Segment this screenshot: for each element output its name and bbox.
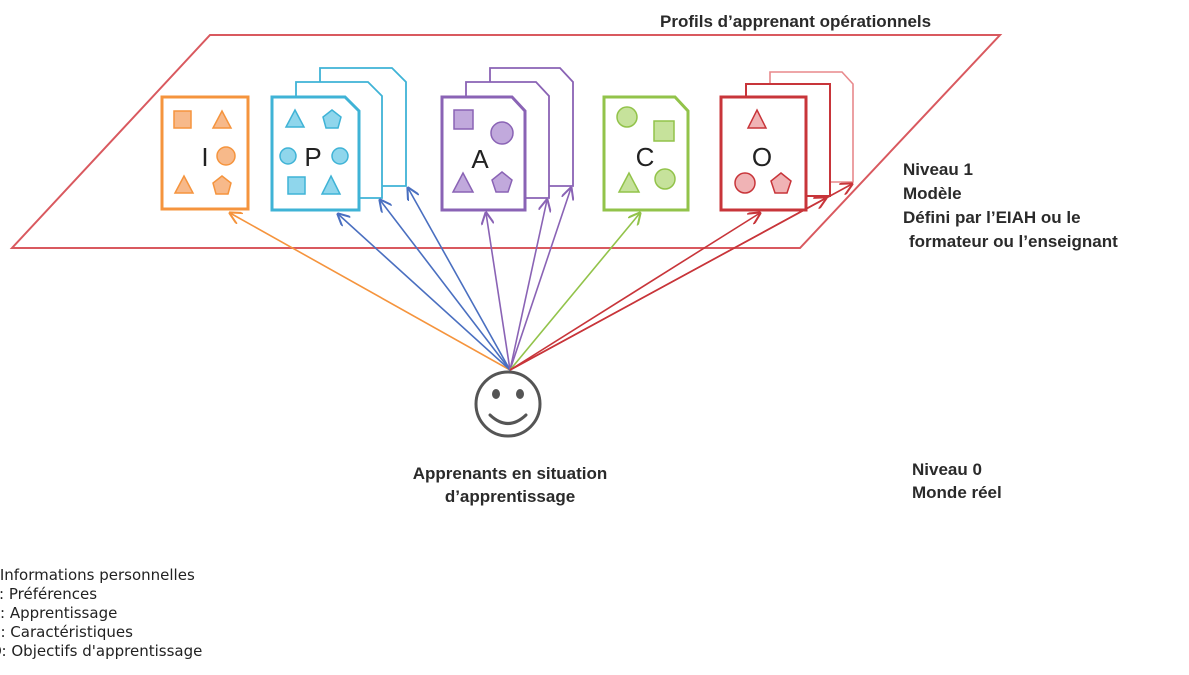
pentagon-icon [770, 172, 792, 194]
circle-icon [331, 147, 349, 165]
level1-line: formateur ou l’enseignant [909, 232, 1118, 251]
profile-card-p: P [270, 67, 407, 212]
plane-title: Profils d’apprenant opérationnels [660, 12, 932, 31]
square-icon [173, 110, 192, 129]
arrow-to-o [509, 213, 760, 371]
profile-letter-c: C [636, 142, 655, 172]
legend: : Informations personnelles P: Préférenc… [0, 566, 202, 661]
level1-label: Niveau 1 Modèle Défini par l’EIAH ou le … [903, 158, 1118, 254]
triangle-icon [173, 174, 195, 194]
circle-icon [216, 146, 236, 166]
learners-label: Apprenants en situation d’apprentissage [395, 462, 625, 508]
learners-label-line: d’apprentissage [444, 487, 576, 506]
profile-card-o: O [719, 71, 854, 212]
legend-item: C: Caractéristiques [0, 623, 133, 641]
level1-plane [9, 34, 1003, 249]
square-icon [453, 109, 474, 130]
profile-card-i: I [160, 95, 250, 211]
arrow-to-a [509, 200, 547, 371]
arrow-to-i [230, 213, 511, 371]
pentagon-icon [322, 109, 342, 129]
level1-line: Niveau 1 [903, 160, 973, 179]
circle-icon [734, 172, 756, 194]
circle-icon [654, 168, 676, 190]
level0-label: Niveau 0 Monde réel [912, 458, 1002, 504]
pentagon-icon [491, 171, 513, 193]
profile-letter-a: A [471, 144, 489, 174]
profile-letter-i: I [201, 142, 208, 172]
triangle-icon [320, 174, 342, 195]
triangle-icon [617, 171, 641, 193]
level0-line: Monde réel [912, 483, 1002, 502]
legend-item: O: Objectifs d'apprentissage [0, 642, 203, 660]
arrow-to-a [509, 188, 571, 371]
triangle-icon [746, 108, 768, 129]
arrow-to-c [509, 213, 640, 371]
learners-label-line: Apprenants en situation [412, 464, 608, 483]
triangle-icon [451, 171, 475, 193]
level1-line: Défini par l’EIAH ou le [903, 208, 1081, 227]
square-icon [287, 176, 306, 195]
level0-line: Niveau 0 [912, 460, 982, 479]
circle-icon [616, 106, 638, 128]
arrows [230, 184, 852, 371]
triangle-icon [211, 109, 233, 129]
smiley-face-icon [474, 370, 542, 438]
arrow-to-p [380, 200, 511, 371]
profile-card-a: A [440, 67, 574, 212]
arrow-to-p [338, 214, 511, 371]
profile-letter-o: O [752, 142, 772, 172]
legend-item: : Informations personnelles [0, 566, 195, 584]
circle-icon [279, 147, 297, 165]
legend-item: P: Préférences [0, 585, 98, 603]
pentagon-icon [212, 175, 232, 195]
profile-card-c: C [602, 95, 690, 212]
triangle-icon [284, 108, 306, 128]
level1-line: Modèle [903, 184, 962, 203]
square-icon [653, 120, 675, 142]
profile-letter-p: P [304, 142, 321, 172]
arrow-to-a [486, 213, 511, 371]
arrow-to-o [509, 184, 852, 371]
legend-item: A: Apprentissage [0, 604, 118, 622]
circle-icon [490, 121, 514, 145]
arrow-to-p [408, 188, 511, 371]
